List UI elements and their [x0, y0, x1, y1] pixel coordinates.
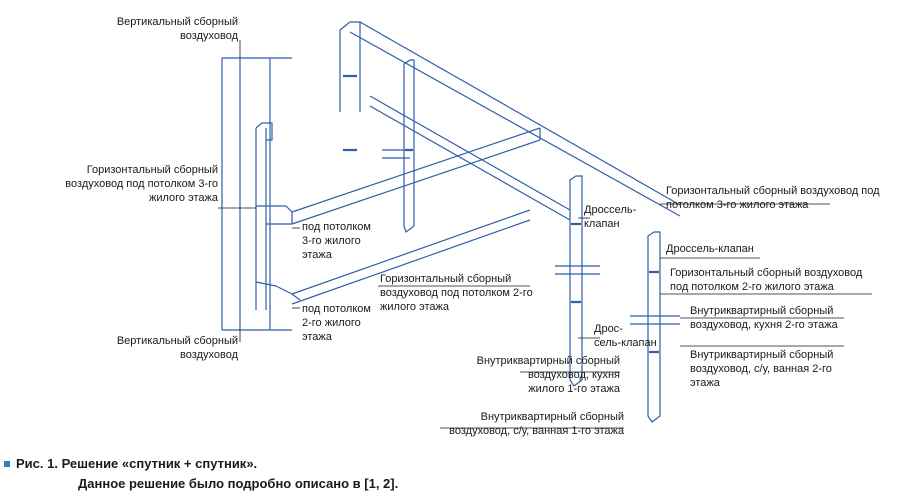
- horizontal-duct-3rd-floor: [291, 21, 681, 225]
- label-inner-bath-1st: Внутриквартирный сборный воздуховод, с/у…: [449, 411, 624, 437]
- label-horizontal-duct-3rd-left: Горизонтальный сборный воздуховод под по…: [65, 164, 218, 204]
- label-damper-top: Дроссель- клапан: [584, 204, 637, 230]
- label-inner-kitchen-1st: Внутриквартирный сборный воздуховод, кух…: [476, 355, 620, 395]
- label-under-ceiling-3rd: под потолком 3-го жилого этажа: [302, 221, 371, 261]
- horizontal-duct-2nd-floor: [291, 95, 571, 305]
- label-under-ceiling-2nd: под потолком 2-го жилого этажа: [302, 303, 371, 343]
- caption-line-2: Данное решение было подробно описано в […: [78, 476, 399, 491]
- label-damper-mid: Дрос- сель-клапан: [594, 323, 657, 349]
- apartment-riser-right: [555, 175, 680, 423]
- label-horizontal-duct-2nd-right: Горизонтальный сборный воздуховод под по…: [670, 267, 863, 293]
- label-damper-right: Дроссель-клапан: [666, 243, 754, 255]
- vertical-collector-duct: [221, 57, 301, 331]
- label-inner-kitchen-2nd: Внутриквартирный сборный воздуховод, кух…: [690, 305, 838, 331]
- duct-schematic: [218, 21, 872, 429]
- apartment-riser-upper: [382, 59, 415, 233]
- ventilation-diagram: Вертикальный сборный воздуховод Горизонт…: [65, 16, 880, 437]
- label-vertical-duct-top: Вертикальный сборный воздуховод: [116, 16, 238, 42]
- label-horizontal-duct-3rd-right: Горизонтальный сборный воздуховод под по…: [666, 185, 880, 211]
- label-vertical-duct-bottom: Вертикальный сборный воздуховод: [116, 335, 238, 361]
- leader-lines: [218, 40, 872, 429]
- label-horizontal-duct-2nd-mid: Горизонтальный сборный воздуховод под по…: [380, 273, 533, 313]
- caption-line-1: Рис. 1. Решение «спутник + спутник».: [16, 456, 258, 471]
- caption-bullet-icon: [4, 461, 10, 467]
- damper-marks: [343, 74, 659, 354]
- figure-caption: Рис. 1. Решение «спутник + спутник». Дан…: [0, 452, 900, 498]
- label-inner-bath-2nd: Внутриквартирный сборный воздуховод, с/у…: [690, 349, 834, 389]
